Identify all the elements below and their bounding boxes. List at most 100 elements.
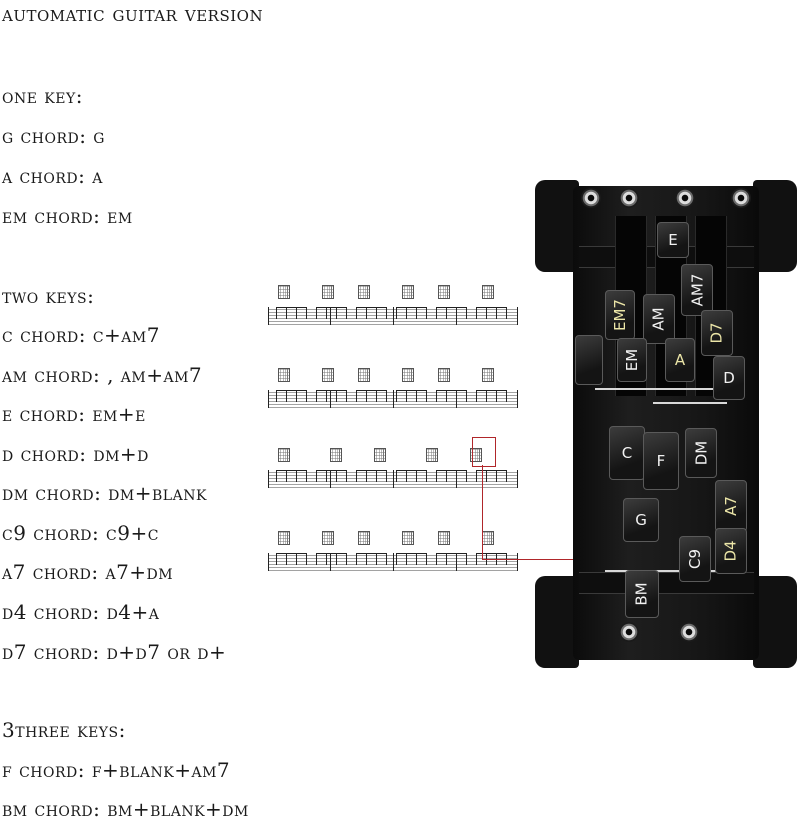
note-stem xyxy=(376,390,377,402)
screw-icon xyxy=(679,622,699,642)
screw-icon xyxy=(581,188,601,208)
chord-diagram xyxy=(322,368,334,382)
key-em7[interactable]: EM7 xyxy=(605,290,635,340)
chord-diagram xyxy=(402,531,414,545)
bar-line xyxy=(330,553,331,571)
key-c9[interactable]: C9 xyxy=(679,536,711,582)
key-a[interactable]: A xyxy=(665,338,695,382)
note-stem xyxy=(456,390,457,402)
chord-line: A7 chord: A7+Dm xyxy=(2,560,174,584)
chord-line: Dm chord: Dm+blank xyxy=(2,481,207,505)
note-stem xyxy=(316,553,317,565)
key-e[interactable]: E xyxy=(657,222,689,258)
note-stem xyxy=(416,553,417,565)
note-beam xyxy=(476,470,506,472)
note-beam xyxy=(316,553,346,555)
note-stem xyxy=(456,553,457,565)
key-am[interactable]: AM xyxy=(643,294,675,344)
key-d4[interactable]: D4 xyxy=(715,528,747,574)
key-dm[interactable]: DM xyxy=(685,428,717,478)
chord-diagram xyxy=(470,448,482,462)
note-stem xyxy=(476,470,477,482)
bar-line xyxy=(330,390,331,408)
note-stem xyxy=(296,307,297,319)
chord-line: Bm chord: Bm+blank+Dm xyxy=(2,797,249,821)
note-stem xyxy=(326,470,327,482)
note-beam xyxy=(396,307,426,309)
key-d7[interactable]: D7 xyxy=(701,310,733,356)
guitar-tab-sheet xyxy=(268,255,520,600)
note-stem xyxy=(506,307,507,319)
bar-line xyxy=(393,470,394,488)
bar-line xyxy=(517,553,518,571)
chord-diagram xyxy=(322,285,334,299)
note-stem xyxy=(446,307,447,319)
note-stem xyxy=(426,307,427,319)
chord-line: G chord: G xyxy=(2,124,105,148)
note-stem xyxy=(346,470,347,482)
two-keys-heading: Two keys: xyxy=(2,284,95,308)
note-stem xyxy=(506,470,507,482)
chord-diagram xyxy=(358,368,370,382)
key-f[interactable]: F xyxy=(643,432,679,490)
note-stem xyxy=(416,307,417,319)
key-c[interactable]: C xyxy=(609,426,645,480)
note-stem xyxy=(276,390,277,402)
note-stem xyxy=(336,553,337,565)
note-stem xyxy=(456,307,457,319)
key-d[interactable]: D xyxy=(713,356,745,400)
chord-line: A chord: A xyxy=(2,164,103,188)
chord-line: D chord: Dm+D xyxy=(2,442,149,466)
note-stem xyxy=(296,390,297,402)
chord-diagram xyxy=(402,285,414,299)
note-stem xyxy=(486,390,487,402)
note-beam xyxy=(316,470,346,472)
note-stem xyxy=(396,470,397,482)
side-button[interactable] xyxy=(575,335,603,385)
note-stem xyxy=(276,553,277,565)
chord-diagram xyxy=(426,448,438,462)
note-stem xyxy=(336,470,337,482)
note-stem xyxy=(306,390,307,402)
note-stem xyxy=(466,553,467,565)
note-beam xyxy=(276,390,306,392)
chord-diagram xyxy=(322,531,334,545)
screw-icon xyxy=(731,188,751,208)
note-stem xyxy=(306,553,307,565)
guitar-chord-device: E EM7 AM AM7 D7 EM A D C F DM G A7 D4 C9… xyxy=(535,180,797,668)
note-stem xyxy=(436,390,437,402)
key-am7[interactable]: AM7 xyxy=(681,264,713,316)
chord-line: E chord: Em+E xyxy=(2,402,146,426)
chord-diagram xyxy=(402,368,414,382)
note-stem xyxy=(286,470,287,482)
page-title: Automatic Guitar Version xyxy=(2,2,264,27)
key-a7[interactable]: A7 xyxy=(715,480,747,532)
chord-line: C9 chord: C9+C xyxy=(2,521,159,545)
note-stem xyxy=(506,390,507,402)
note-stem xyxy=(336,307,337,319)
key-g[interactable]: G xyxy=(623,498,659,542)
note-stem xyxy=(366,307,367,319)
note-beam xyxy=(396,553,426,555)
pointer-line xyxy=(482,465,483,560)
note-stem xyxy=(376,307,377,319)
bar-line xyxy=(517,390,518,408)
note-beam xyxy=(276,553,306,555)
note-stem xyxy=(476,307,477,319)
bar-line xyxy=(268,390,269,408)
note-stem xyxy=(496,470,497,482)
note-beam xyxy=(476,390,506,392)
note-stem xyxy=(496,390,497,402)
clamp-top-left xyxy=(535,180,579,272)
note-stem xyxy=(456,470,457,482)
note-stem xyxy=(306,470,307,482)
key-em[interactable]: EM xyxy=(617,338,647,382)
one-key-heading: One key: xyxy=(2,84,83,108)
screw-icon xyxy=(619,188,639,208)
note-stem xyxy=(336,390,337,402)
screw-icon xyxy=(619,622,639,642)
note-stem xyxy=(426,470,427,482)
key-bm[interactable]: BM xyxy=(625,570,659,618)
note-stem xyxy=(326,307,327,319)
note-stem xyxy=(486,307,487,319)
